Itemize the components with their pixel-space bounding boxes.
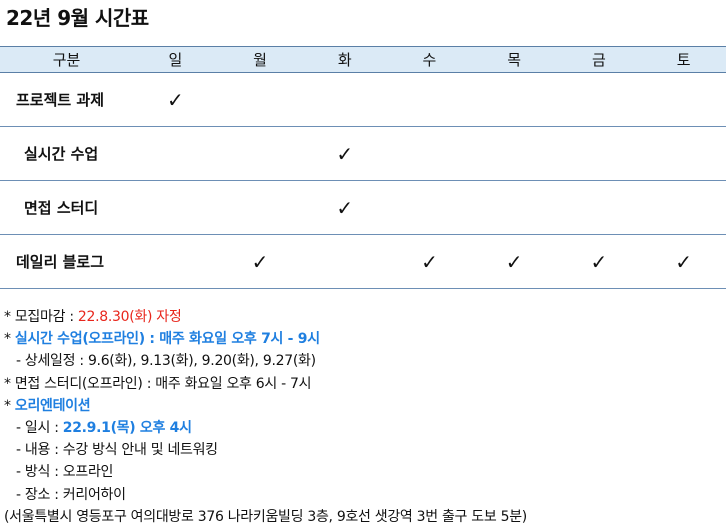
check-icon: ✓	[133, 72, 218, 127]
note-ot-address: (서울특별시 영등포구 여의대방로 376 나라키움빌딩 3층, 9호선 샛강역…	[4, 508, 527, 525]
header-thu: 목	[471, 46, 557, 73]
header-fri: 금	[556, 46, 642, 73]
note-deadline: * 모집마감 : 22.8.30(화) 자정	[4, 309, 182, 325]
check-icon: ✓	[387, 234, 472, 289]
empty-cell	[217, 72, 303, 127]
row-label: 실시간 수업	[0, 126, 133, 181]
header-mon: 월	[217, 46, 303, 73]
empty-cell	[641, 180, 726, 235]
row-label: 면접 스터디	[0, 180, 133, 235]
empty-cell	[471, 72, 557, 127]
empty-cell	[556, 72, 642, 127]
header-category: 구분	[0, 46, 133, 73]
check-icon: ✓	[471, 234, 557, 289]
header-wed: 수	[387, 46, 472, 73]
empty-cell	[133, 234, 218, 289]
empty-cell	[133, 126, 218, 181]
empty-cell	[556, 126, 642, 181]
deadline-value: 22.8.30(화) 자정	[77, 309, 182, 325]
empty-cell	[471, 180, 557, 235]
table-row: 면접 스터디 ✓	[0, 180, 726, 235]
check-icon: ✓	[302, 180, 388, 235]
row-label: 데일리 블로그	[0, 234, 133, 289]
empty-cell	[387, 72, 472, 127]
note-ot-content: - 내용 : 수강 방식 안내 및 네트워킹	[16, 442, 218, 459]
schedule-table: 구분 일 월 화 수 목 금 토 프로젝트 과제✓실시간 수업✓면접 스터디✓데…	[0, 46, 726, 289]
check-icon: ✓	[556, 234, 642, 289]
check-icon: ✓	[641, 234, 726, 289]
empty-cell	[133, 180, 218, 235]
check-icon: ✓	[302, 126, 388, 181]
note-ot-place: - 장소 : 커리어하이	[16, 486, 126, 503]
note-live-class: * 실시간 수업(오프라인) : 매주 화요일 오후 7시 - 9시	[4, 331, 320, 348]
note-orientation: * 오리엔테이션	[4, 397, 91, 414]
header-sat: 토	[641, 46, 726, 73]
note-ot-method: - 방식 : 오프라인	[16, 464, 114, 481]
check-icon: ✓	[217, 234, 303, 289]
header-sun: 일	[133, 46, 218, 73]
page-title: 22년 9월 시간표	[6, 6, 149, 30]
table-row: 데일리 블로그✓✓✓✓✓	[0, 234, 726, 289]
empty-cell	[641, 126, 726, 181]
empty-cell	[387, 180, 472, 235]
empty-cell	[302, 72, 388, 127]
table-row: 프로젝트 과제✓	[0, 72, 726, 127]
note-interview: * 면접 스터디(오프라인) : 매주 화요일 오후 6시 - 7시	[4, 375, 312, 392]
notes-section: * 모집마감 : 22.8.30(화) 자정 * 실시간 수업(오프라인) : …	[4, 306, 527, 527]
note-live-detail: - 상세일정 : 9.6(화), 9.13(화), 9.20(화), 9.27(…	[16, 353, 316, 370]
empty-cell	[387, 126, 472, 181]
empty-cell	[217, 180, 303, 235]
empty-cell	[641, 72, 726, 127]
note-ot-date: - 일시 : 22.9.1(목) 오후 4시	[16, 419, 192, 436]
row-label: 프로젝트 과제	[0, 72, 133, 127]
table-row: 실시간 수업 ✓	[0, 126, 726, 181]
empty-cell	[556, 180, 642, 235]
empty-cell	[302, 234, 388, 289]
empty-cell	[217, 126, 303, 181]
header-tue: 화	[302, 46, 388, 73]
empty-cell	[471, 126, 557, 181]
header-row: 구분 일 월 화 수 목 금 토	[0, 46, 726, 73]
